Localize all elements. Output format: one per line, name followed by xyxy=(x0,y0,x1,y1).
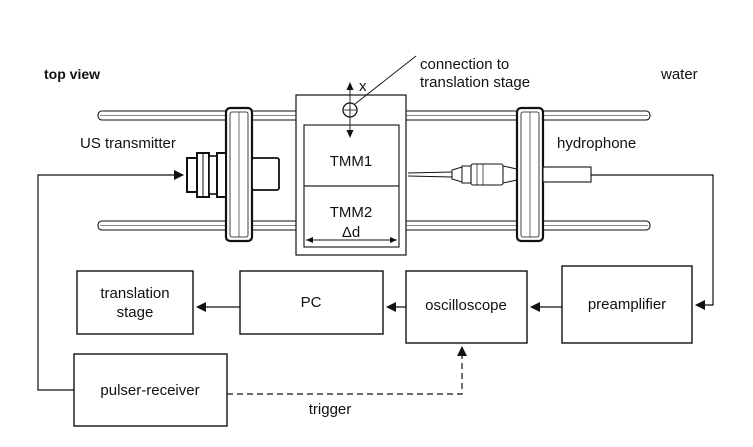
us-transmitter-connector xyxy=(186,152,227,198)
oscilloscope-label: oscilloscope xyxy=(425,297,507,314)
connection-label-line2: translation stage xyxy=(420,74,530,91)
preamplifier-box xyxy=(561,265,693,344)
translation-stage-label-line1: translation xyxy=(100,285,169,302)
x-axis-label: x xyxy=(359,78,367,95)
oscilloscope-box xyxy=(405,270,528,344)
thickness-arrow-right-head xyxy=(390,237,397,243)
pc-box xyxy=(239,270,384,335)
tmm2-label: TMM2 xyxy=(330,204,373,221)
thickness-arrow-left-head xyxy=(306,237,313,243)
tmm1-label: TMM1 xyxy=(330,153,373,170)
transmitter-holder xyxy=(224,106,254,243)
transmitter-label: US transmitter xyxy=(80,135,176,152)
translation-stage-box xyxy=(76,270,194,335)
tmm2-sample xyxy=(303,185,400,248)
x-axis-arrow-up-head xyxy=(346,82,354,90)
preamplifier-label: preamplifier xyxy=(588,296,666,313)
connection-label-line1: connection to xyxy=(420,56,509,73)
pulser-receiver-box xyxy=(73,353,228,427)
trigger-wire xyxy=(227,346,467,395)
connection-leader xyxy=(354,55,417,105)
hydrophone-to-preamplifier-wire xyxy=(591,174,714,310)
us-transmitter-head xyxy=(251,157,280,191)
trigger-label: trigger xyxy=(309,401,352,418)
thickness-label: Δd xyxy=(342,224,360,241)
x-axis-arrow-down-head xyxy=(346,130,354,138)
pulser-to-transmitter-wire xyxy=(37,170,184,391)
pulser-receiver-label: pulser-receiver xyxy=(100,382,199,399)
tmm1-sample xyxy=(303,124,400,187)
hydrophone-holder xyxy=(515,106,545,243)
hydrophone-needle xyxy=(407,163,518,186)
view-label: top view xyxy=(44,66,100,82)
medium-label: water xyxy=(660,66,698,83)
hydrophone-label: hydrophone xyxy=(557,135,636,152)
hydrophone-back xyxy=(542,166,592,183)
translation-stage-label-line2: stage xyxy=(117,304,154,321)
pc-label: PC xyxy=(301,294,322,311)
